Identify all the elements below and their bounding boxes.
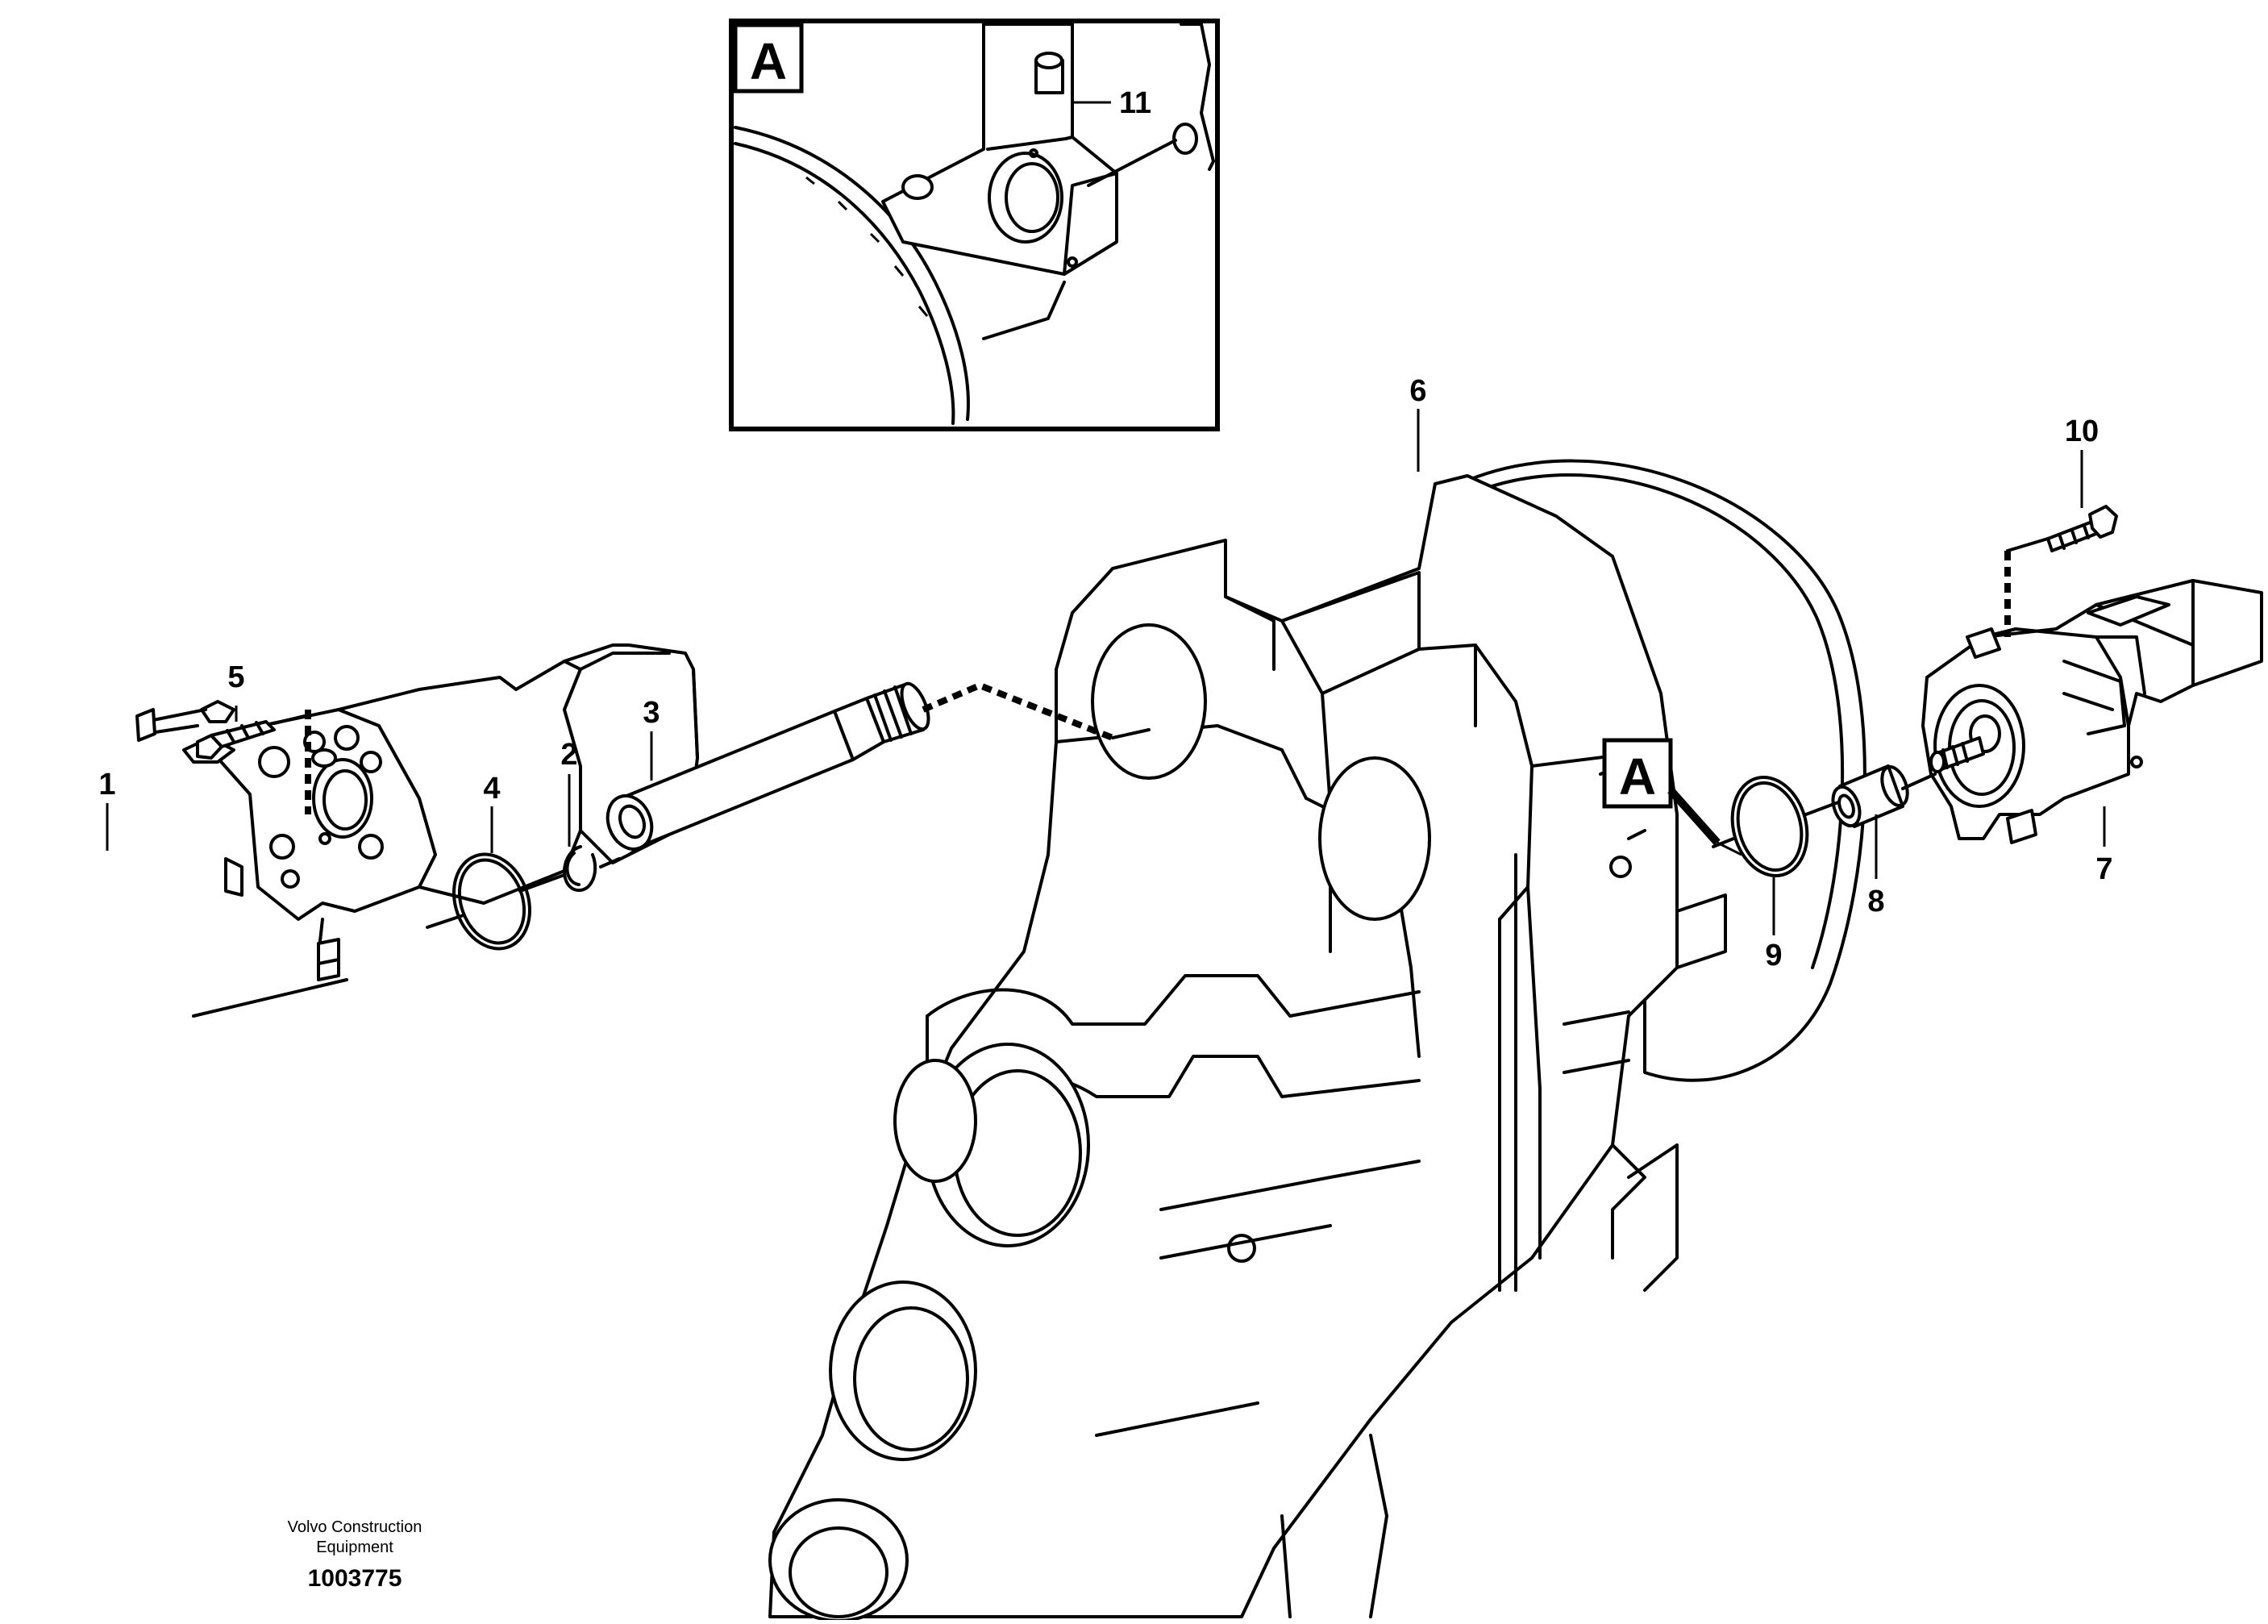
- callout-9: 9: [1765, 939, 1782, 972]
- circlip-2: [563, 845, 597, 893]
- callout-leaders: [106, 409, 2106, 935]
- screw-10: [2046, 505, 2118, 552]
- transmission-housing: [768, 459, 1866, 1622]
- assembly-lines: [273, 537, 2050, 929]
- housing-bore-left: [1091, 623, 1207, 780]
- callout-8: 8: [1867, 885, 1884, 918]
- detail-letter: A: [750, 32, 787, 90]
- callout-2: 2: [560, 738, 577, 772]
- shaft-3: [605, 681, 930, 851]
- callout-3: 3: [643, 696, 660, 730]
- view-marker-frame: [1602, 738, 1673, 809]
- detail-view-a: A 11: [729, 19, 1220, 431]
- housing-bore-right: [1318, 756, 1431, 921]
- o-ring-9: [1730, 775, 1809, 878]
- callout-7: 7: [2095, 852, 2112, 886]
- callout-11: 11: [1119, 86, 1151, 120]
- footer-company-line2: Equipment: [316, 1539, 393, 1556]
- detail-view-drawing: [734, 23, 1215, 425]
- callout-5: 5: [227, 660, 244, 694]
- footer: Volvo Construction Equipment 1003775: [288, 1518, 422, 1592]
- bolt-5: [196, 720, 276, 760]
- motor-7: [1921, 579, 2263, 844]
- sleeve-8: [1831, 764, 1909, 828]
- view-marker-letter: A: [1619, 747, 1656, 806]
- callout-6: 6: [1409, 374, 1426, 408]
- footer-company-line1: Volvo Construction: [288, 1518, 422, 1536]
- callout-4: 4: [483, 772, 500, 806]
- callout-10: 10: [2065, 414, 2099, 448]
- detail-letter-frame: [733, 23, 804, 94]
- hydraulic-pump: [135, 643, 699, 1018]
- footer-drawing-number: 1003775: [308, 1565, 402, 1592]
- view-marker-a: A: [1602, 738, 1742, 856]
- callout-1: 1: [98, 768, 115, 802]
